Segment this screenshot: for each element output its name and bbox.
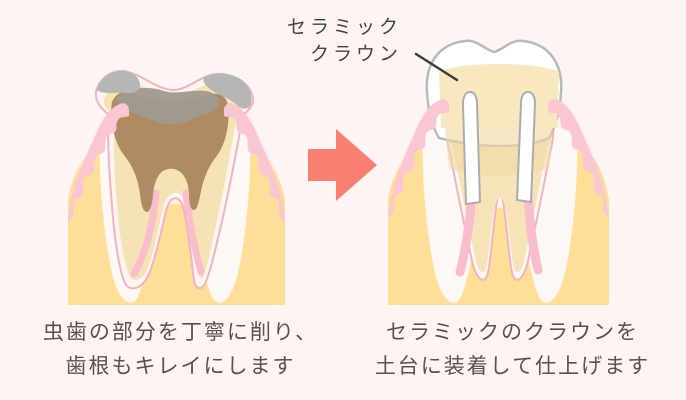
- left-caption-line2: 歯根もキレイにします: [65, 354, 296, 378]
- root-canal-right: [523, 191, 543, 275]
- post-left: [461, 90, 482, 206]
- right-arrow-icon: [308, 129, 377, 201]
- ceramic-crown-tooth-illustration: [388, 39, 609, 305]
- left-panel-caption: 虫歯の部分を丁寧に削り、 歯根もキレイにします: [8, 315, 353, 383]
- filling-cap-right: [203, 73, 252, 109]
- right-caption-line2: 土台に装着して仕上げます: [374, 354, 651, 378]
- right-panel-caption: セラミックのクラウンを 土台に装着して仕上げます: [340, 315, 685, 383]
- gum-right: [548, 99, 609, 219]
- gum-left: [68, 103, 129, 223]
- leader-line: [414, 52, 459, 82]
- gum-right: [224, 103, 285, 223]
- decay-surface: [116, 87, 220, 125]
- ceramic-crown-label-line2: クラウン: [309, 43, 402, 65]
- ceramic-crown-label: セラミック クラウン: [238, 14, 402, 68]
- gum-left: [388, 99, 449, 219]
- root-canal-left: [455, 191, 477, 277]
- root-canal-left: [130, 189, 160, 278]
- post-right: [515, 90, 537, 204]
- core-shadow-band: [445, 128, 553, 176]
- decay-cavity: [111, 91, 229, 212]
- left-caption-line1: 虫歯の部分を丁寧に削り、: [42, 320, 319, 344]
- ceramic-crown-label-line1: セラミック: [286, 16, 402, 38]
- right-caption-line1: セラミックのクラウンを: [386, 320, 639, 344]
- root-canal-right: [182, 189, 205, 276]
- filling-cap-left: [97, 70, 141, 94]
- decayed-tooth-illustration: [68, 69, 285, 305]
